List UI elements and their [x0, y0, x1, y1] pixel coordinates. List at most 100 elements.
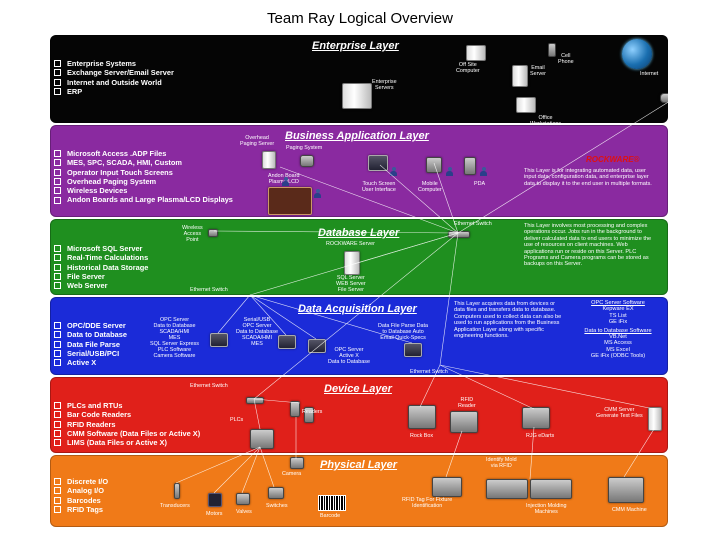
barcode-reader-icon: [290, 401, 300, 417]
network-connections: [175, 101, 668, 494]
barcode-icon: [318, 495, 346, 511]
andon-board-icon: [268, 187, 312, 215]
transducers-label: Transducers: [160, 503, 190, 509]
barcode-reader-icon: [304, 407, 314, 423]
touch-screen-icon: [368, 155, 388, 171]
rock-box-label: Rock Box: [410, 433, 434, 439]
checkbox-icon: [54, 402, 61, 410]
physical-bullets: Discrete I/O Analog I/O Barcodes RFID Ta…: [54, 477, 108, 514]
bullet-item: Wireless Devices: [54, 186, 233, 195]
device-layer: Device Layer PLCs and RTUs Bar Code Read…: [50, 377, 668, 453]
connection-line: [445, 430, 463, 478]
router-icon: [660, 93, 668, 103]
business-application-layer: Business Application Layer Microsoft Acc…: [50, 125, 668, 217]
connection-line: [175, 446, 261, 484]
bullet-item: Microsoft SQL Server: [54, 244, 148, 253]
opc-software-item: Kepware EX: [602, 306, 634, 313]
bullet-item: Microsoft Access .ADP Files: [54, 149, 233, 158]
opc-workstation-icon: [210, 333, 228, 347]
checkbox-icon: [54, 496, 61, 504]
bullet-item: Andon Boards and Large Plasma/LCD Displa…: [54, 195, 233, 204]
plcs-label: PLCs: [230, 417, 244, 423]
checkbox-icon: [54, 178, 61, 186]
sql-server-icon: [344, 251, 360, 275]
switch-icon: [268, 487, 284, 499]
connection-line: [457, 101, 668, 234]
bullet-item: Exchange Server/Email Server: [54, 68, 174, 77]
connection-line: [419, 364, 441, 408]
bullet-item: Barcodes: [54, 496, 108, 505]
ethernet-switch-icon: [448, 231, 470, 238]
bullet-item: Active X: [54, 358, 127, 367]
db-software-item: MS Excel: [606, 346, 630, 353]
motors-label: Motors: [206, 511, 223, 517]
bullet-item: CMM Software (Data Files or Active X): [54, 429, 200, 438]
paging-server-icon: [262, 151, 276, 169]
office-workstations-label: Office Workstations: [530, 115, 561, 123]
bullet-item: Serial/USB/PCI: [54, 349, 127, 358]
bullet-item: Enterprise Systems: [54, 59, 174, 68]
database-bullets: Microsoft SQL Server Real-Time Calculati…: [54, 244, 148, 290]
opc-software-item: TS List: [609, 312, 627, 319]
enterprise-layer-title: Enterprise Layer: [312, 40, 399, 52]
cell-phone-icon: [548, 43, 556, 57]
valves-label: Valves: [236, 509, 252, 515]
connection-line: [253, 398, 261, 430]
bullet-item: Discrete I/O: [54, 477, 108, 486]
enterprise-bullets: Enterprise Systems Exchange Server/Email…: [54, 59, 174, 96]
bullet-item: File Server: [54, 272, 148, 281]
enterprise-servers-label: Enterprise Servers: [372, 79, 397, 91]
cmm-machine-label: CMM Machine: [612, 507, 647, 513]
checkbox-icon: [54, 420, 61, 428]
rfid-tag-fixture-icon: [432, 477, 462, 497]
acquisition-description: This Layer acquires data from devices or…: [454, 301, 562, 340]
checkbox-icon: [54, 168, 61, 176]
business-bullets: Microsoft Access .ADP Files MES, SPC, SC…: [54, 149, 233, 205]
rjg-edarts-label: RJG eDarts: [526, 433, 555, 439]
checkbox-icon: [54, 350, 61, 358]
switches-label: Switches: [266, 503, 288, 509]
person-icon: [446, 167, 453, 176]
connection-line: [529, 426, 535, 480]
connection-line: [439, 364, 655, 410]
person-icon: [480, 167, 487, 176]
logical-overview-diagram: Enterprise Layer Enterprise Systems Exch…: [50, 35, 668, 527]
wireless-access-point-label: Wireless Access Point: [182, 225, 203, 243]
connection-line: [249, 294, 287, 336]
rfid-tag-fixture-label: RFID Tag For Fixture Identification: [402, 497, 453, 509]
bullet-item: Historical Data Storage: [54, 263, 148, 272]
identify-mold-label: Identify Mold via RFID: [486, 457, 517, 469]
office-workstation-icon: [516, 97, 536, 113]
internet-globe-icon: [622, 39, 652, 69]
overhead-paging-label: Overhead Paging Server: [240, 135, 275, 147]
checkbox-icon: [54, 322, 61, 330]
ethernet-switch-label: Ethernet Switch: [190, 383, 228, 389]
checkbox-icon: [54, 78, 61, 86]
bullet-item: RFID Tags: [54, 505, 108, 514]
bullet-item: Data File Parse: [54, 340, 127, 349]
connection-line: [439, 364, 535, 410]
ethernet-switch-label: Ethernet Switch: [454, 221, 492, 227]
checkbox-icon: [54, 69, 61, 77]
serial-usb-label: Serial/USB OPC Server Data to Database S…: [236, 317, 278, 347]
cmm-server-label: CMM Server Generate Text Files: [596, 407, 643, 419]
checkbox-icon: [54, 282, 61, 290]
rock-box-icon: [408, 405, 436, 429]
device-layer-title: Device Layer: [324, 383, 392, 395]
bullet-item: ERP: [54, 87, 174, 96]
device-bullets: PLCs and RTUs Bar Code Readers RFID Read…: [54, 401, 200, 447]
connection-line: [249, 232, 459, 296]
mobile-computer-label: Mobile Computer: [418, 181, 442, 193]
opc-software-list: OPC Server Software Kepware EX TS List G…: [570, 300, 666, 360]
checkbox-icon: [54, 254, 61, 262]
bullet-item: Real-Time Calculations: [54, 253, 148, 262]
business-layer-title: Business Application Layer: [285, 130, 429, 142]
connection-line: [241, 446, 261, 494]
checkbox-icon: [54, 359, 61, 367]
db-software-item: MS Access: [604, 340, 632, 347]
sql-server-label: SQL Server WEB Server File Server: [336, 275, 366, 293]
rfid-reader-label: RFID Reader: [458, 397, 476, 409]
email-server-icon: [512, 65, 528, 87]
checkbox-icon: [54, 487, 61, 495]
bullet-item: MES, SPC, SCADA, HMI, Custom: [54, 158, 233, 167]
